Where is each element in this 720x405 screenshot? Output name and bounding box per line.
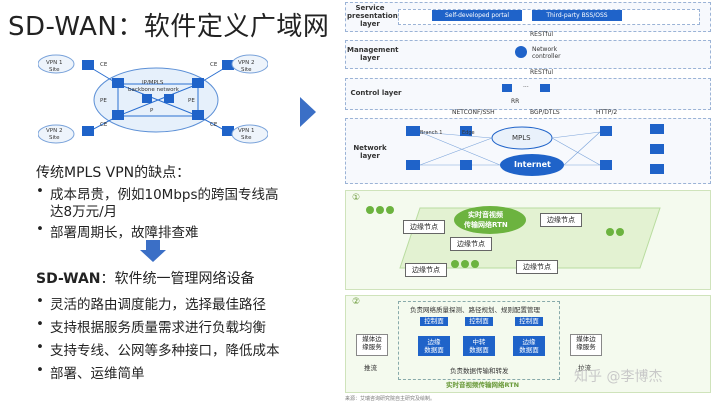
sdwan-bullet: 部署、运维简单: [36, 362, 144, 382]
sdwan-heading: SD-WAN：软件统一管理网络设备: [36, 271, 255, 287]
relay-data-plane: 中转数据面: [463, 336, 495, 356]
vpn-site-label: VPN 2: [46, 128, 63, 134]
ce-router-icon: [82, 60, 94, 70]
portal-button: Third-party BSS/OSS: [532, 10, 622, 21]
mpls-network-diagram: [38, 54, 268, 144]
ce-label: CE: [210, 122, 218, 128]
protocol-label: BGP/DTLS: [530, 109, 560, 116]
backbone-cloud: [93, 67, 219, 133]
edge-node: 边缘节点: [405, 263, 447, 277]
mpls-bullet: 成本昂贵，例如10Mbps的跨国专线高: [36, 183, 278, 203]
edge-node: 边缘节点: [403, 220, 445, 234]
media-edge-service: 媒体边缘服务: [570, 334, 602, 356]
ce-router-icon: [222, 60, 234, 70]
edge-node: 边缘节点: [540, 213, 582, 227]
pe-label: PE: [188, 98, 195, 104]
vpn-site-label: VPN 2: [238, 60, 255, 66]
pe-label: PE: [100, 98, 107, 104]
vpn-site-label: VPN 1: [238, 128, 255, 134]
mpls-bullet: 部署周期长，故障排查难: [36, 221, 198, 241]
down-arrow-icon: [140, 240, 166, 262]
pe-router-icon: [112, 110, 124, 120]
control-plane-box: 控制面: [420, 317, 448, 326]
control-layer-label: Control layer: [350, 89, 402, 97]
vpn-site-label: VPN 1: [46, 60, 63, 66]
branch-label: Branch 1: [420, 130, 443, 136]
edge-node: 边缘节点: [516, 260, 558, 274]
restful-label: RESTful: [530, 31, 554, 38]
pe-router-icon: [192, 78, 204, 88]
data-plane-text: 负责数据传输和转发: [450, 367, 509, 375]
vpn-site-label: Site: [241, 67, 252, 73]
rr-icon: [540, 84, 550, 92]
internet-label: Internet: [514, 160, 551, 169]
page-title: SD-WAN：软件定义广域网: [8, 12, 330, 42]
panel-number: ②: [352, 297, 361, 307]
control-layer: [345, 78, 711, 110]
right-arrow-icon: [300, 97, 316, 127]
vpn-site-label: Site: [49, 135, 60, 141]
control-plane-box: 控制面: [515, 317, 543, 326]
push-stream-label: 推流: [364, 364, 377, 372]
edge-label: Edge: [462, 130, 475, 136]
sdwan-bullet: 支持根据服务质量需求进行负载均衡: [36, 316, 266, 336]
media-edge-service: 媒体边缘服务: [356, 334, 388, 356]
controller-icon: [515, 46, 527, 58]
mpls-bullet-cont: 达8万元/月: [50, 204, 118, 220]
vpn-site-label: Site: [241, 135, 252, 141]
ce-router-icon: [222, 126, 234, 136]
core-label: backbone network: [128, 87, 179, 93]
sdwan-bullet: 灵活的路由调度能力，选择最佳路径: [36, 293, 266, 313]
network-layer-diagram: [406, 124, 664, 176]
rtn-edge-diagram: [366, 206, 661, 269]
rtn-cloud-label: 实时音视频: [468, 211, 503, 219]
vpn-site-label: Site: [49, 67, 60, 73]
pe-router-icon: [112, 78, 124, 88]
edge-data-plane: 边缘数据面: [418, 336, 450, 356]
p-label: P: [150, 108, 154, 114]
source-note: 来源：艾瑞咨询研究院自主研究及绘制。: [345, 396, 436, 402]
core-label: IP/MPLS: [142, 80, 164, 86]
rtn-footer: 实时音视频传输网络RTN: [446, 381, 520, 389]
management-layer: [345, 40, 711, 69]
portal-button: Self-developed portal: [432, 10, 522, 21]
panel-number: ①: [352, 193, 361, 203]
p-router-icon: [142, 94, 152, 103]
control-plane-text: 负责网络质量探测、路径规划、规则配置管理: [410, 306, 540, 314]
ce-label: CE: [100, 122, 108, 128]
restful-label: RESTful: [530, 69, 554, 76]
rtn-cloud-label: 传输网络RTN: [464, 221, 508, 229]
pe-router-icon: [192, 110, 204, 120]
control-plane-box: 控制面: [465, 317, 493, 326]
ce-label: CE: [100, 62, 108, 68]
p-router-icon: [164, 94, 174, 103]
rr-icon: [502, 84, 512, 92]
rr-label: RR: [511, 98, 520, 105]
watermark: 知乎 @李博杰: [574, 369, 663, 385]
pull-stream-label: 拉流: [578, 364, 591, 372]
mpls-label: MPLS: [512, 134, 531, 142]
protocol-label: HTTP/2: [596, 109, 618, 116]
ce-router-icon: [82, 126, 94, 136]
dots-label: ...: [523, 82, 529, 89]
mpls-heading: 传统MPLS VPN的缺点：: [36, 165, 191, 181]
ce-label: CE: [210, 62, 218, 68]
sdwan-bullet: 支持专线、公网等多种接口，降低成本: [36, 339, 279, 359]
edge-node: 边缘节点: [450, 237, 492, 251]
protocol-label: NETCONF/SSH: [452, 109, 495, 116]
edge-data-plane: 边缘数据面: [513, 336, 545, 356]
